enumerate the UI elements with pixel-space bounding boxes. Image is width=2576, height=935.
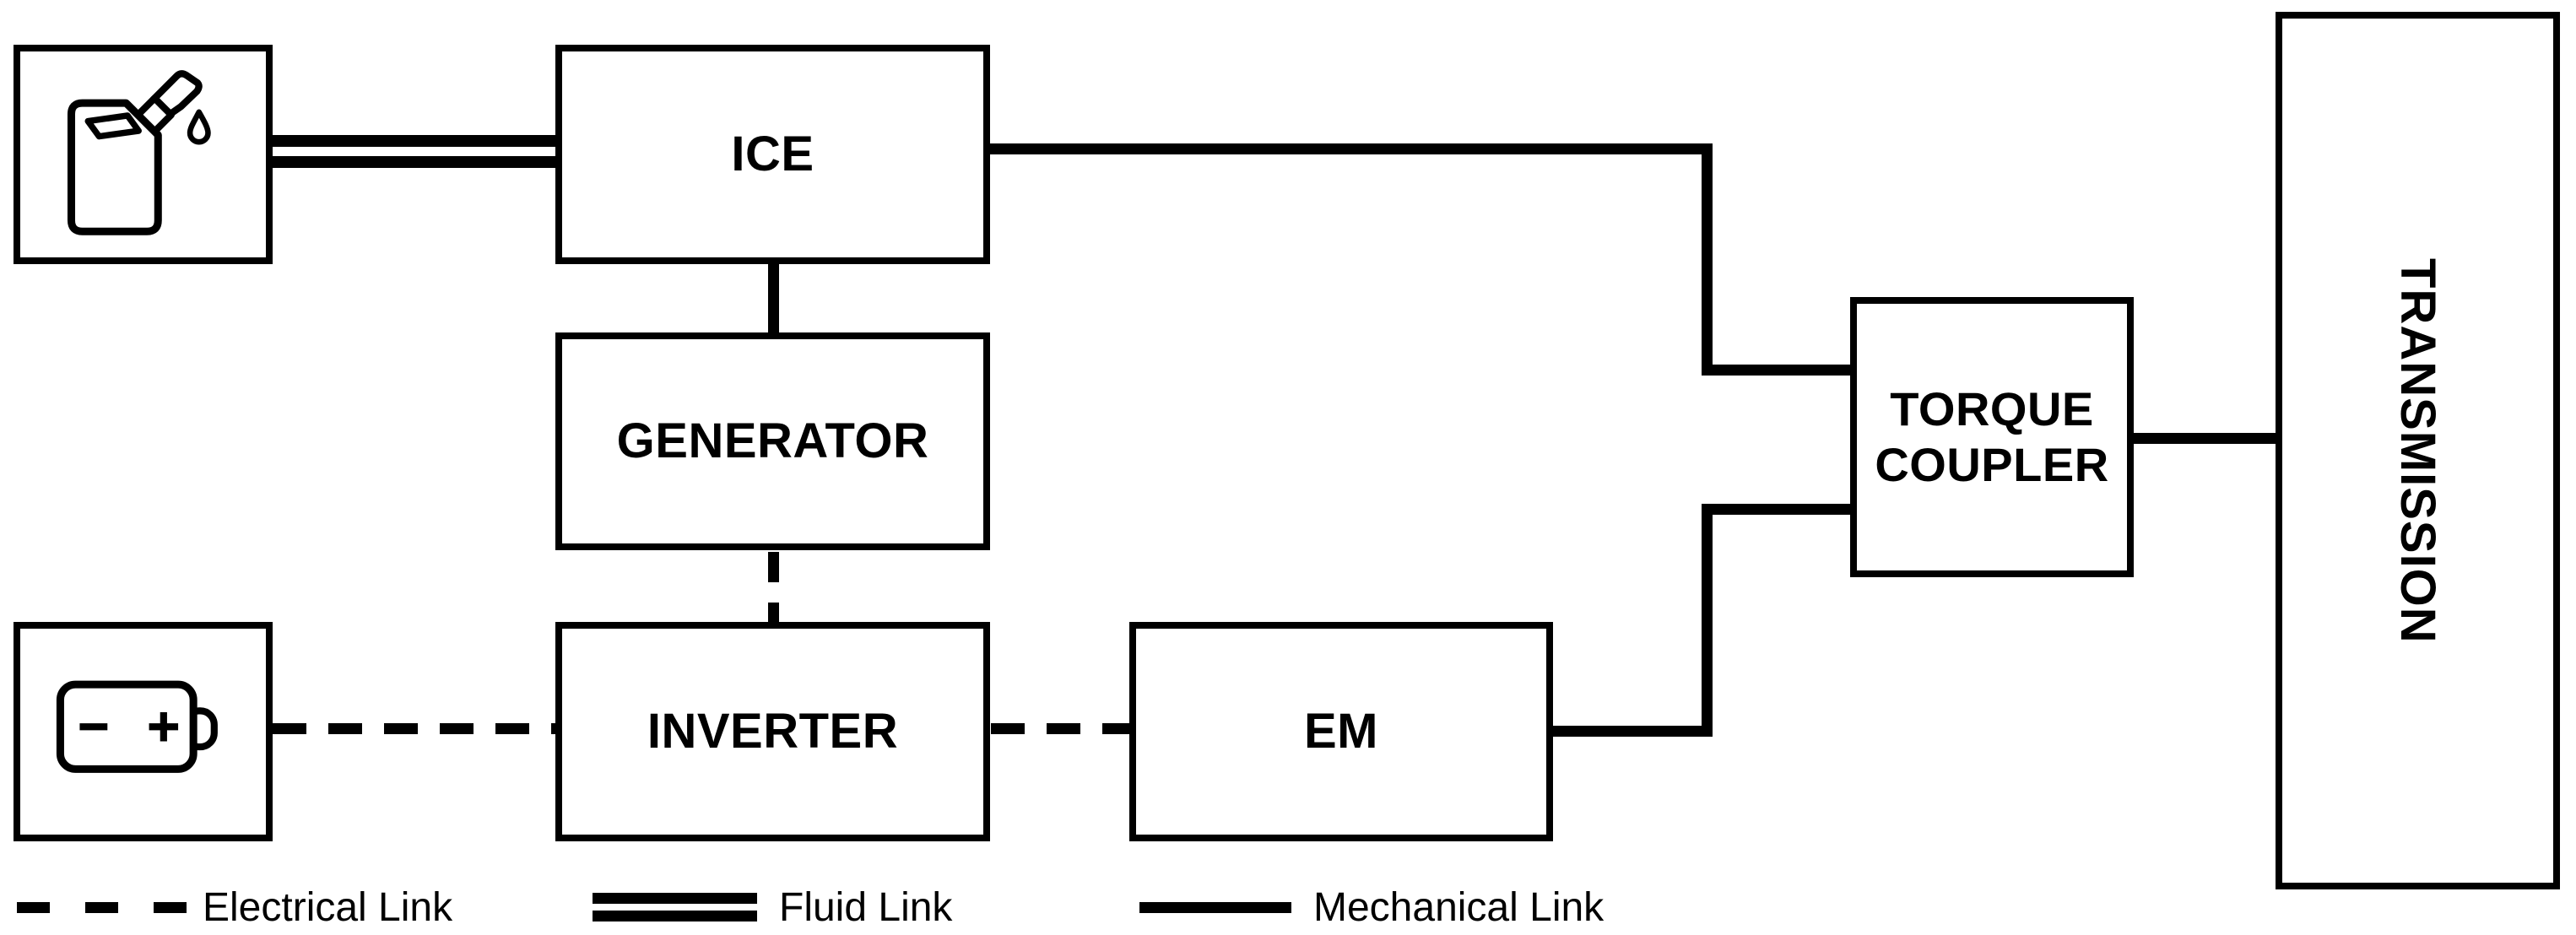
node-generator-label: GENERATOR: [616, 413, 929, 468]
link-mech-ice-tc-h2: [1702, 365, 1854, 376]
link-elec-inverter-em: [991, 723, 1131, 734]
node-em: EM: [1129, 622, 1553, 841]
node-inverter-label: INVERTER: [647, 703, 899, 759]
node-transmission-label: TRANSMISSION: [2390, 257, 2445, 644]
link-mech-ice-tc-h1: [983, 143, 1713, 154]
node-generator: GENERATOR: [555, 332, 990, 550]
battery-icon: [32, 635, 255, 829]
legend-fluid-sample-bar2: [593, 911, 757, 921]
link-mech-em-tc-h1: [1548, 726, 1713, 737]
link-elec-battery-inverter: [273, 723, 558, 734]
node-torque-coupler-label: TORQUE COUPLER: [1875, 381, 2109, 491]
link-mech-em-tc-v: [1702, 504, 1713, 737]
legend-mechanical-sample: [1139, 902, 1291, 913]
node-torque-coupler: TORQUE COUPLER: [1850, 297, 2134, 577]
link-mech-ice-generator: [768, 260, 779, 336]
node-transmission: TRANSMISSION: [2276, 12, 2560, 889]
node-em-label: EM: [1304, 703, 1378, 759]
link-fluid-fuel-ice-bar2: [268, 156, 560, 168]
legend-fluid-sample-bar1: [593, 893, 757, 904]
fuel-can-icon: [32, 61, 255, 248]
node-battery: [14, 622, 273, 841]
link-mech-ice-tc-v: [1702, 143, 1713, 376]
legend-mechanical-label: Mechanical Link: [1313, 885, 1605, 930]
node-ice: ICE: [555, 45, 990, 264]
node-inverter: INVERTER: [555, 622, 990, 841]
link-elec-generator-inverter: [768, 552, 779, 624]
link-mech-tc-transmission: [2130, 433, 2279, 444]
legend-fluid-label: Fluid Link: [779, 885, 953, 930]
link-mech-em-tc-h2: [1702, 504, 1854, 515]
link-fluid-fuel-ice-bar1: [268, 135, 560, 147]
legend-electrical-sample: [17, 902, 187, 913]
node-fuel-tank: [14, 45, 273, 264]
legend-electrical-label: Electrical Link: [203, 885, 453, 930]
node-ice-label: ICE: [731, 126, 814, 181]
